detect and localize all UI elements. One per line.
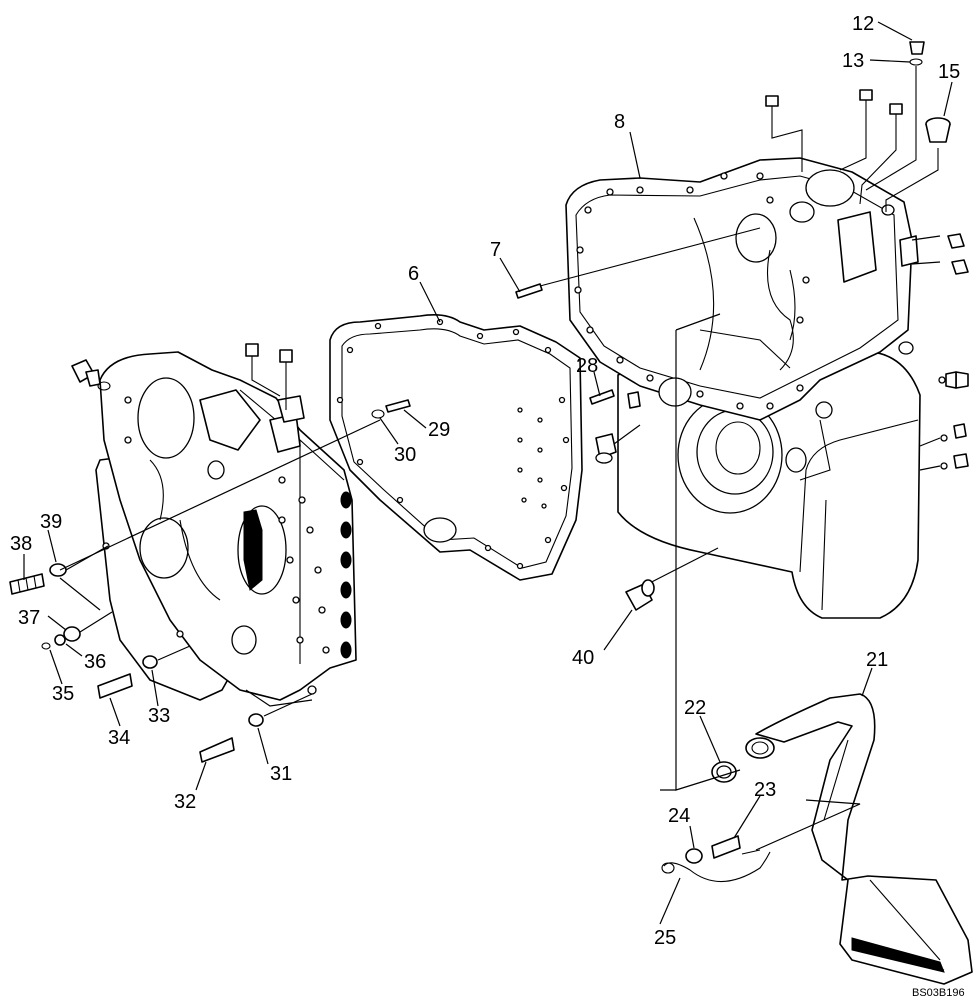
callout-34: 34 bbox=[108, 727, 130, 749]
dowel-pin-28 bbox=[589, 389, 615, 405]
cover-holes bbox=[102, 396, 330, 695]
callout-32: 32 bbox=[174, 791, 196, 813]
callout-24: 24 bbox=[668, 805, 690, 827]
drawing-reference: BS03B196 bbox=[912, 987, 965, 999]
callout-6: 6 bbox=[408, 263, 419, 285]
callout-39: 39 bbox=[40, 511, 62, 533]
callout-23: 23 bbox=[754, 779, 776, 801]
callout-13: 13 bbox=[842, 50, 864, 72]
callout-15: 15 bbox=[938, 61, 960, 83]
housing-fittings bbox=[595, 233, 969, 471]
valve-ports bbox=[340, 491, 352, 659]
callout-30: 30 bbox=[394, 444, 416, 466]
transmission-housing bbox=[565, 157, 921, 619]
tube-alignment-lines bbox=[660, 313, 741, 791]
filter-tube bbox=[745, 693, 973, 985]
dowel-pin-7 bbox=[515, 227, 761, 299]
callout-40: 40 bbox=[572, 647, 594, 669]
callout-7: 7 bbox=[490, 239, 501, 261]
callout-29: 29 bbox=[428, 419, 450, 441]
callout-12: 12 bbox=[852, 13, 874, 35]
callout-38: 38 bbox=[10, 533, 32, 555]
callout-21: 21 bbox=[866, 649, 888, 671]
callout-25-text: 25 bbox=[654, 927, 676, 949]
callout-labels: 12 13 15 8 7 6 28 29 30 39 38 37 36 35 3… bbox=[10, 13, 960, 949]
left-hardware bbox=[9, 545, 313, 763]
housing-top-bolts bbox=[765, 41, 951, 212]
callout-22: 22 bbox=[684, 697, 706, 719]
callout-31: 31 bbox=[270, 763, 292, 785]
callout-37: 37 bbox=[18, 607, 40, 629]
gasket-holes bbox=[336, 318, 570, 570]
front-cover bbox=[71, 343, 357, 701]
gasket bbox=[329, 314, 583, 581]
callout-35: 35 bbox=[52, 683, 74, 705]
alignment-line bbox=[59, 419, 381, 571]
callout-36: 36 bbox=[84, 651, 106, 673]
pin-29-washer-30 bbox=[371, 399, 411, 419]
callout-8: 8 bbox=[614, 111, 625, 133]
bolt-23-washer-24-clip-25 bbox=[661, 835, 771, 883]
housing-bolt-holes bbox=[574, 172, 810, 410]
callout-28: 28 bbox=[576, 355, 598, 377]
callout-33: 33 bbox=[148, 705, 170, 727]
